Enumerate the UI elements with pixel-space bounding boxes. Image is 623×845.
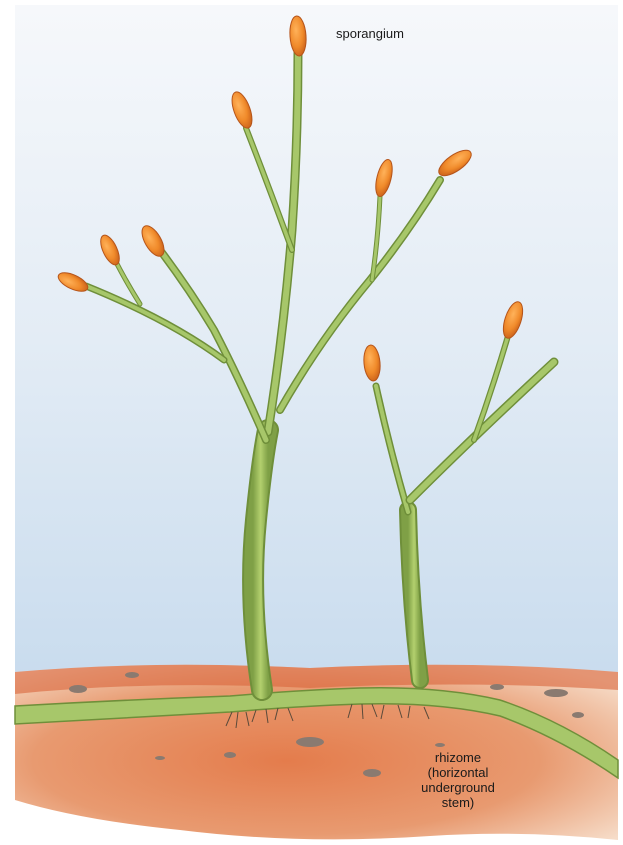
rhizome-label-line: rhizome (403, 751, 513, 766)
rhizome-label-line: underground (403, 781, 513, 796)
rhizome-label-line: (horizontal (403, 766, 513, 781)
sporangium-label: sporangium (336, 27, 404, 42)
rhizome-label-line: stem) (403, 796, 513, 811)
rhizome-label: rhizome (horizontal underground stem) (403, 751, 513, 811)
sky-background (15, 5, 618, 675)
